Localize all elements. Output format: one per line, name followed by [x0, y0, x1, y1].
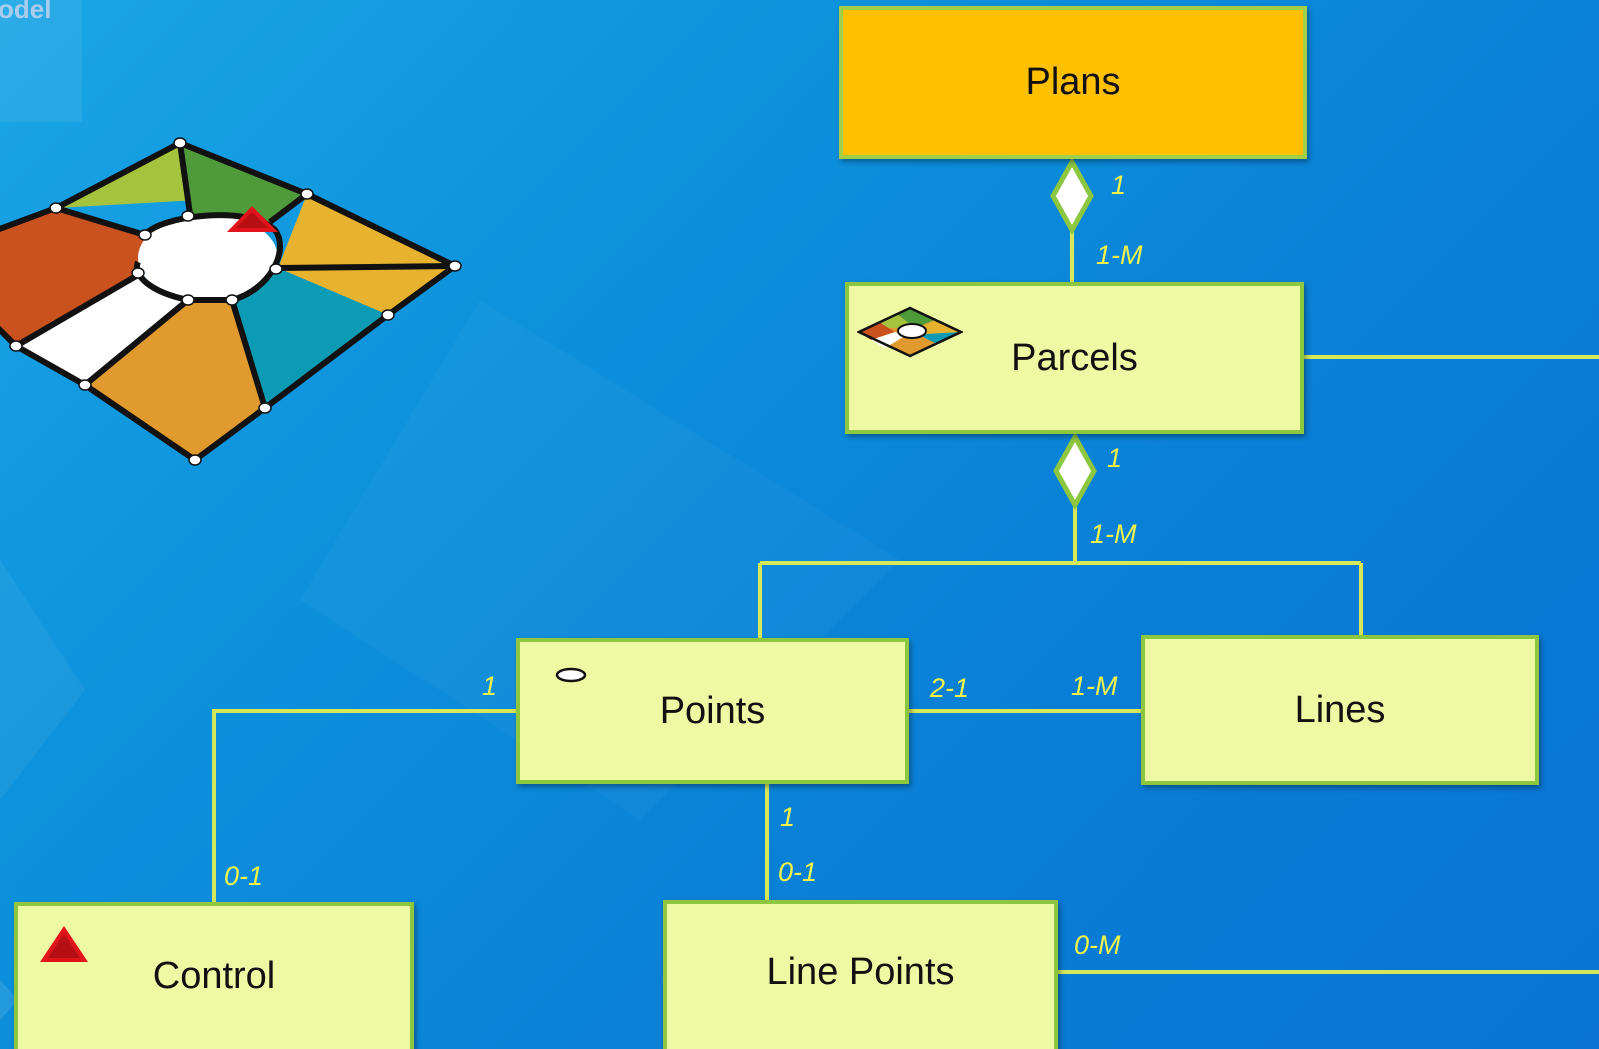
multiplicity-line-points-0-m: 0-M [1074, 930, 1121, 960]
parcel-fabric-illustration [0, 137, 462, 466]
entity-points-label: Points [659, 689, 766, 732]
multiplicity-parcels-1-m: 1-M [1096, 240, 1143, 270]
parcel-orange [85, 300, 265, 460]
parcel-green [180, 143, 307, 222]
parcel-cul-de-sac [138, 214, 278, 302]
point-ellipse-icon [555, 667, 587, 683]
entity-plans-label: Plans [1025, 61, 1121, 103]
slide-title-fragment: odel [0, 0, 52, 24]
multiplicity-plans-1: 1 [1111, 170, 1127, 200]
parcel-road [16, 275, 188, 385]
entity-parcels-label: Parcels [1011, 336, 1138, 379]
multiplicity-lines-1-m: 1-M [1071, 671, 1118, 701]
multiplicity-control-0-1: 0-1 [224, 861, 264, 891]
multiplicity-points-control-1: 1 [482, 671, 498, 701]
entity-lines-label: Lines [1294, 688, 1386, 731]
multiplicity-points-2-1: 2-1 [930, 673, 970, 703]
entity-parcels[interactable]: Parcels [845, 282, 1304, 434]
entity-control[interactable]: Control [14, 902, 414, 1049]
parcel-gold [278, 194, 455, 315]
entity-points[interactable]: Points [516, 638, 909, 784]
entity-control-label: Control [152, 954, 276, 997]
multiplicity-children-1-m: 1-M [1090, 519, 1137, 549]
entity-line-points-label: Line Points [766, 950, 955, 993]
aggregation-diamond-plans [1050, 156, 1094, 236]
parcel-rust [0, 208, 145, 346]
red-triangle-icon [40, 926, 88, 962]
entity-plans[interactable]: Plans [839, 6, 1307, 159]
entity-lines[interactable]: Lines [1141, 635, 1539, 785]
parcel-teal [232, 268, 388, 408]
entity-line-points[interactable]: Line Points [663, 900, 1058, 1049]
multiplicity-line-points-0-1: 0-1 [778, 857, 818, 887]
multiplicity-points-line-points-1: 1 [780, 802, 796, 832]
aggregation-diamond-parcels [1053, 431, 1097, 511]
multiplicity-parcels-1: 1 [1107, 443, 1123, 473]
points-control-connector [212, 709, 516, 902]
parcel-fabric-icon [857, 306, 963, 358]
